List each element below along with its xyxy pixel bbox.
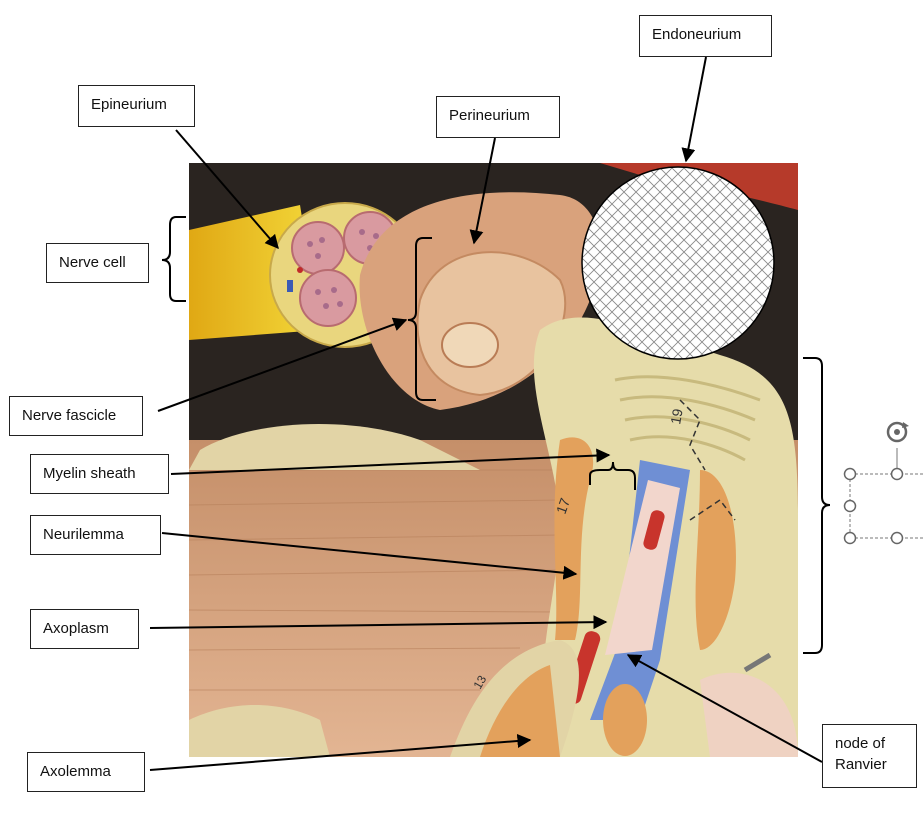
label-nerve-cell: Nerve cell bbox=[46, 243, 149, 283]
label-axoplasm: Axoplasm bbox=[30, 609, 139, 649]
selection-handles[interactable] bbox=[845, 422, 924, 544]
label-endoneurium: Endoneurium bbox=[639, 15, 772, 57]
fascicle-core bbox=[442, 323, 498, 367]
resize-handle[interactable] bbox=[845, 533, 856, 544]
label-nerve-fascicle: Nerve fascicle bbox=[9, 396, 143, 436]
label-perineurium: Perineurium bbox=[436, 96, 560, 138]
nerve-cell-brace bbox=[162, 217, 186, 301]
vessel-blue bbox=[287, 280, 293, 292]
endoneurium-hatched-circle bbox=[582, 167, 774, 359]
arrow-endoneurium bbox=[686, 57, 706, 161]
segment-19: 19 bbox=[667, 407, 685, 425]
fascicle-1 bbox=[292, 222, 344, 274]
resize-handle[interactable] bbox=[845, 501, 856, 512]
label-neurilemma: Neurilemma bbox=[30, 515, 161, 555]
fascicle-3 bbox=[300, 270, 356, 326]
right-brace bbox=[803, 358, 830, 653]
label-node-of-ranvier: node of Ranvier bbox=[822, 724, 917, 788]
label-axolemma: Axolemma bbox=[27, 752, 145, 792]
lower-orange-2 bbox=[603, 684, 647, 756]
label-epineurium: Epineurium bbox=[78, 85, 195, 127]
label-myelin-sheath: Myelin sheath bbox=[30, 454, 169, 494]
rotate-handle-icon[interactable] bbox=[888, 422, 909, 441]
resize-handle[interactable] bbox=[892, 533, 903, 544]
vessel-red bbox=[297, 267, 303, 273]
resize-handle[interactable] bbox=[845, 469, 856, 480]
resize-handle[interactable] bbox=[892, 469, 903, 480]
